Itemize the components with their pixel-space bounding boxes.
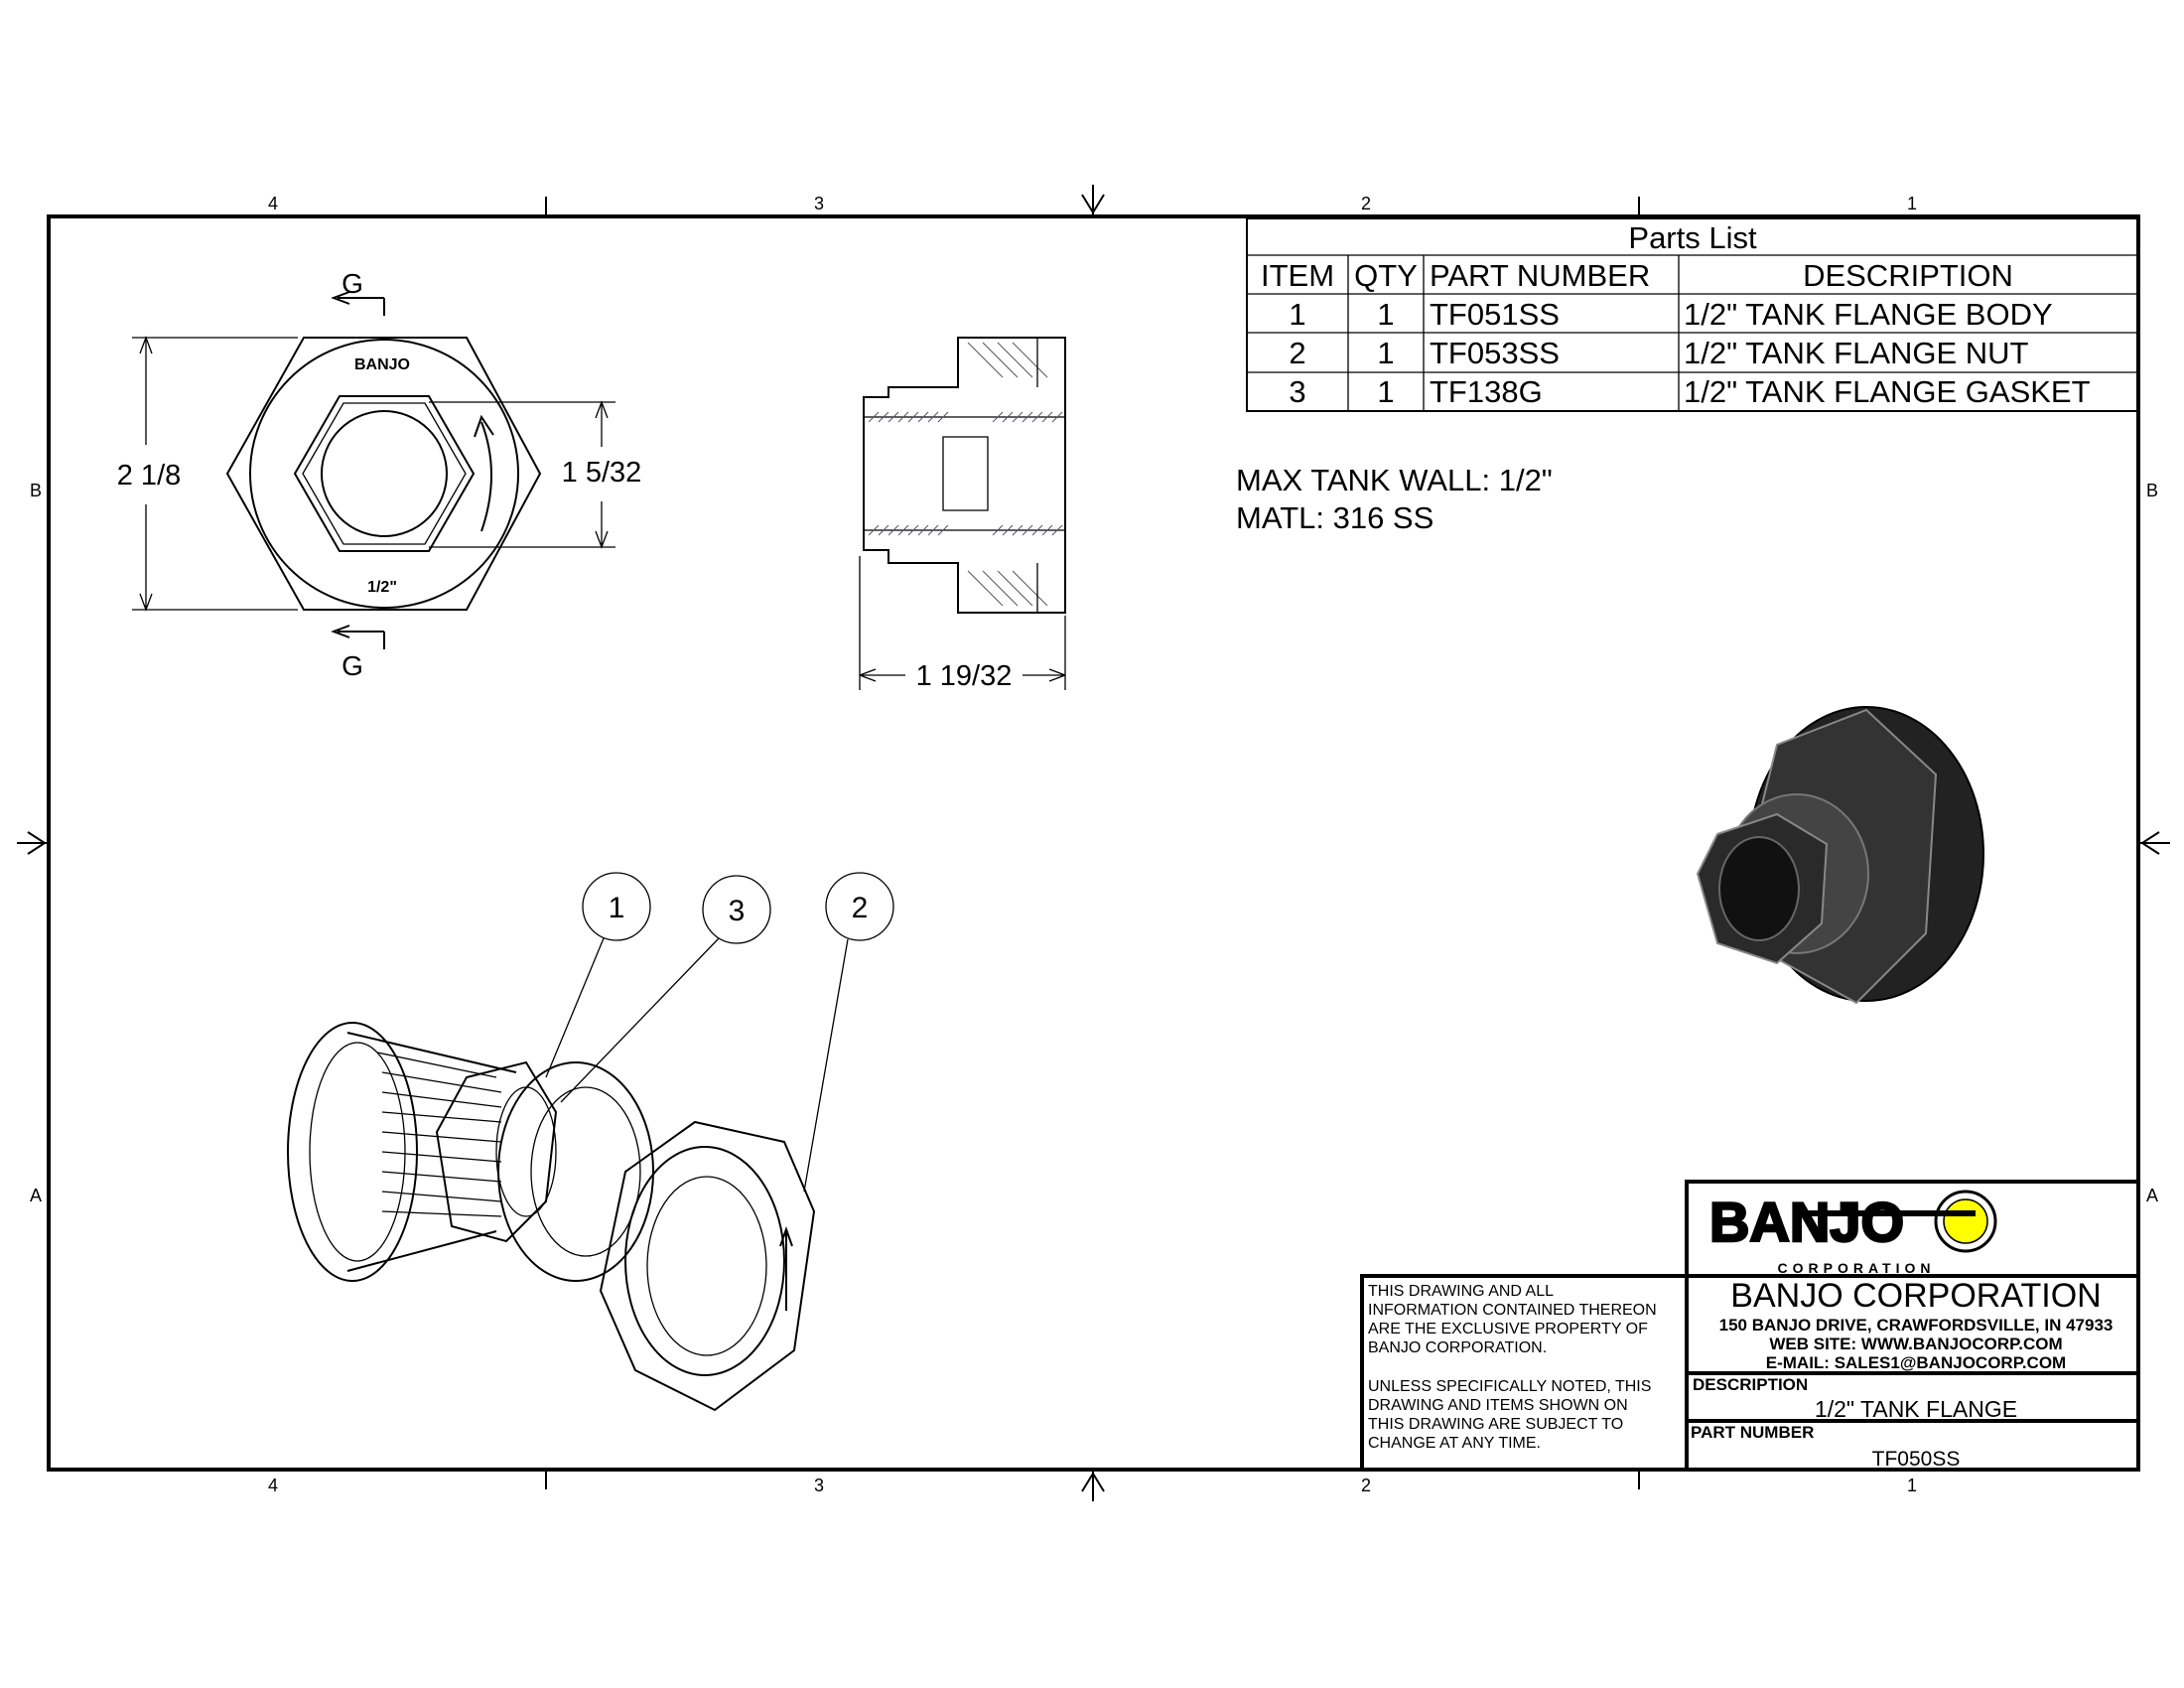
company-name: BANJO CORPORATION [1730,1277,2101,1315]
row-2-part-number: TF053SS [1430,336,1560,370]
zone-col-1-top: 1 [1907,194,1917,213]
row-2-qty: 1 [1377,336,1394,370]
description-value: 1/2" TANK FLANGE [1815,1396,2017,1422]
banjo-logo: BANJO CORPORATION [1708,1190,1997,1276]
balloon-2-label: 2 [852,892,869,924]
exploded-isometric-view [287,1022,816,1412]
zone-col-3-bottom: 3 [814,1476,824,1495]
section-view: 1 19/32 [859,337,1066,692]
balloon-2 [825,872,894,941]
zone-row-b-left: B [30,481,42,500]
zone-col-3-top: 3 [814,194,824,213]
disclaimer-line-7: THIS DRAWING ARE SUBJECT TO [1368,1416,1623,1433]
row-1-item: 1 [1289,297,1305,332]
part-number-label: PART NUMBER [1691,1423,1814,1442]
dim-inner-hex: 1 5/32 [562,457,642,489]
front-face-size: 1/2" [367,579,397,596]
zone-row-a-right: A [2146,1186,2158,1205]
disclaimer-line-1: THIS DRAWING AND ALL [1368,1283,1554,1300]
balloon-3-label: 3 [729,895,746,927]
rendered-3d-view [1696,706,1984,1005]
zone-markers: 4 3 2 1 4 3 2 1 B B A A [17,185,2170,1501]
row-3-part-number: TF138G [1430,374,1543,409]
zone-row-b-right: B [2146,481,2158,500]
row-3-description: 1/2" TANK FLANGE GASKET [1684,374,2091,409]
disclaimer-line-3: ARE THE EXCLUSIVE PROPERTY OF [1368,1321,1648,1337]
zone-col-4-top: 4 [268,194,278,213]
item-balloons: 1 3 2 [545,872,894,1193]
header-part-number: PART NUMBER [1430,258,1650,293]
title-block: BANJO CORPORATION THIS DRAWING AND ALL I… [1360,1180,2140,1472]
section-label-bottom: G [341,650,363,681]
balloon-1-label: 1 [609,892,625,924]
description-label: DESCRIPTION [1693,1375,1808,1394]
disclaimer-line-2: INFORMATION CONTAINED THEREON [1368,1302,1657,1319]
front-view: BANJO 1/2" G G 2 1/8 1 5/32 [117,268,642,681]
note-material: MATL: 316 SS [1236,500,1433,535]
header-item: ITEM [1261,258,1334,293]
dim-length: 1 19/32 [916,660,1013,692]
company-address: 150 BANJO DRIVE, CRAWFORDSVILLE, IN 4793… [1719,1316,2114,1335]
zone-row-a-left: A [30,1186,42,1205]
row-3-item: 3 [1289,374,1305,409]
row-2-description: 1/2" TANK FLANGE NUT [1684,336,2029,370]
logo-wordmark: BANJO [1709,1191,1904,1253]
company-website: WEB SITE: WWW.BANJOCORP.COM [1769,1335,2062,1353]
row-2-item: 2 [1289,336,1305,370]
zone-col-1-bottom: 1 [1907,1476,1917,1495]
logo-subtitle: CORPORATION [1778,1260,1936,1276]
dim-overall-width: 2 1/8 [117,460,182,492]
disclaimer-line-4: BANJO CORPORATION. [1368,1339,1547,1356]
disclaimer-line-6: DRAWING AND ITEMS SHOWN ON [1368,1397,1628,1414]
zone-col-4-bottom: 4 [268,1476,278,1495]
row-1-part-number: TF051SS [1430,297,1560,332]
balloon-3 [702,875,771,944]
header-description: DESCRIPTION [1803,258,2013,293]
disclaimer-line-8: CHANGE AT ANY TIME. [1368,1435,1541,1452]
row-1-description: 1/2" TANK FLANGE BODY [1684,297,2053,332]
row-3-qty: 1 [1377,374,1394,409]
zone-col-2-top: 2 [1361,194,1371,213]
parts-list-table: Parts List ITEM QTY PART NUMBER DESCRIPT… [1246,217,2139,412]
row-1-qty: 1 [1377,297,1394,332]
balloon-1 [582,872,651,941]
front-face-brand: BANJO [354,356,410,373]
company-email: E-MAIL: SALES1@BANJOCORP.COM [1766,1353,2066,1372]
header-qty: QTY [1354,258,1418,293]
section-label-top: G [341,268,363,299]
parts-list-title: Parts List [1628,220,1757,255]
note-max-tank-wall: MAX TANK WALL: 1/2" [1236,463,1553,497]
part-number-value: TF050SS [1872,1448,1961,1471]
disclaimer-line-5: UNLESS SPECIFICALLY NOTED, THIS [1368,1378,1651,1395]
zone-col-2-bottom: 2 [1361,1476,1371,1495]
